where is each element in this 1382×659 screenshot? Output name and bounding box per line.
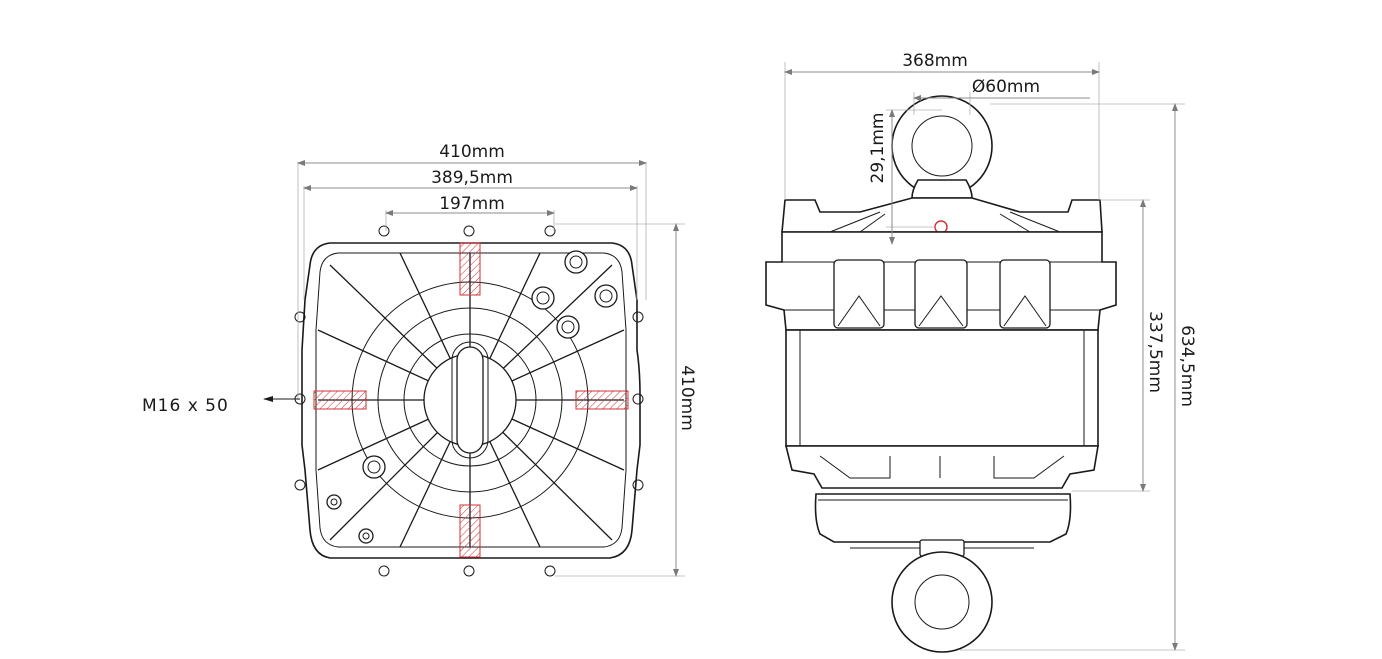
front-dimensions xyxy=(263,160,685,577)
front-width-mid-label: 389,5mm xyxy=(431,168,513,188)
total-height-label: 634,5mm xyxy=(1177,325,1197,407)
side-handles xyxy=(833,259,1051,329)
side-view xyxy=(765,62,1185,653)
front-center-slot xyxy=(456,346,484,454)
front-mounting-lugs xyxy=(294,225,644,577)
bottom-eye-bolt xyxy=(891,551,993,653)
eye-offset-label: 29,1mm xyxy=(868,113,888,184)
front-width-inner-label: 197mm xyxy=(439,194,505,214)
front-width-outer-label: 410mm xyxy=(439,142,505,162)
front-view xyxy=(263,160,685,577)
front-bolt-bosses xyxy=(326,250,618,544)
bolt-callout-label: M16 x 50 xyxy=(142,396,229,416)
front-height-label: 410mm xyxy=(677,365,697,431)
side-width-label: 368mm xyxy=(902,51,968,71)
eye-diameter-label: Ø60mm xyxy=(972,77,1040,97)
side-dimensions xyxy=(784,62,1185,651)
body-height-label: 337,5mm xyxy=(1145,311,1165,393)
lower-skirt xyxy=(784,445,1099,489)
bottom-cap xyxy=(814,493,1072,543)
main-drum xyxy=(785,329,1099,447)
front-hatched-bolt-locations xyxy=(313,242,629,558)
